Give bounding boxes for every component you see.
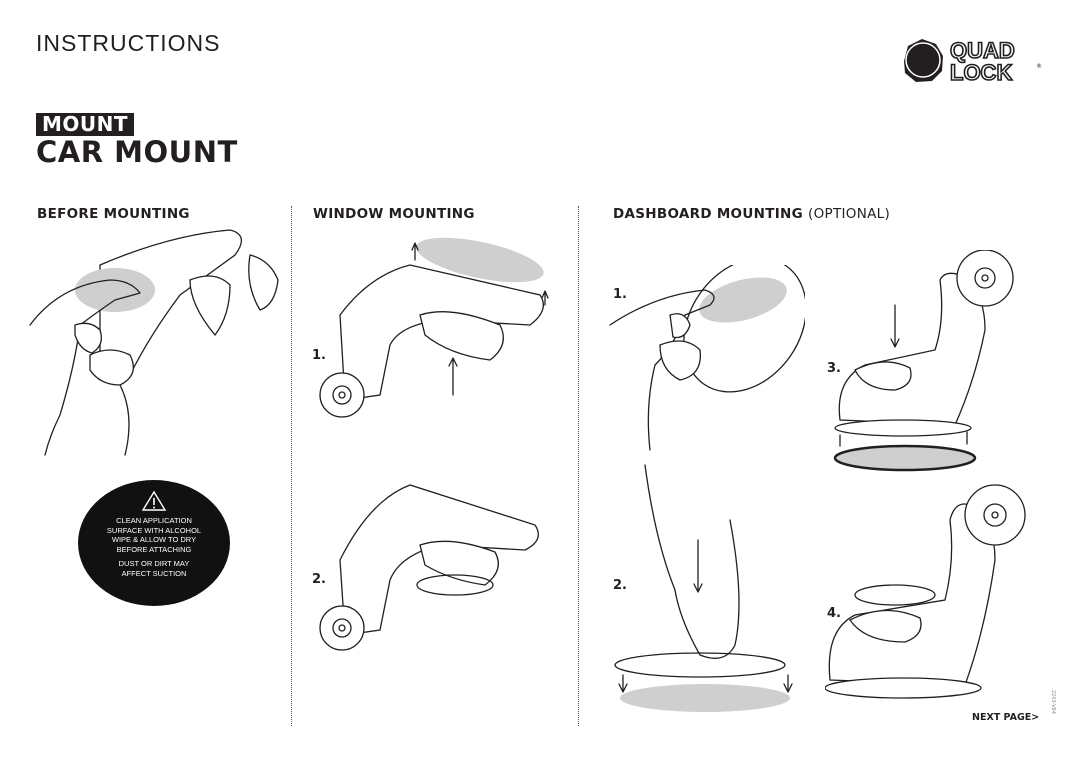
step-label: 2. xyxy=(613,578,627,593)
step-label: 2. xyxy=(312,572,326,587)
svg-text:®: ® xyxy=(1036,63,1042,70)
category-tag: MOUNT xyxy=(36,113,135,136)
warning-text-clean: CLEAN APPLICATION SURFACE WITH ALCOHOL W… xyxy=(78,516,230,554)
svg-text:QUAD: QUAD xyxy=(950,38,1015,63)
divider xyxy=(578,206,579,726)
warning-line: CLEAN APPLICATION xyxy=(116,516,192,525)
warning-line: AFFECT SUCTION xyxy=(121,568,187,578)
page-title: INSTRUCTIONS xyxy=(36,30,221,56)
warning-line: BEFORE ATTACHING xyxy=(116,544,192,554)
document-code: 2203-V64 xyxy=(1050,690,1056,715)
step-label: 1. xyxy=(312,348,326,363)
warning-line: WIPE & ALLOW TO DRY xyxy=(111,535,197,544)
next-page-link[interactable]: NEXT PAGE> xyxy=(972,712,1040,723)
dashboard-step2-illustration xyxy=(614,464,793,712)
warning-line: DUST OR DIRT MAY xyxy=(118,559,190,568)
step-label: 1. xyxy=(613,287,627,302)
warning-text-dust: DUST OR DIRT MAY AFFECT SUCTION xyxy=(78,559,230,578)
window-step2-illustration xyxy=(319,484,539,651)
window-step1-illustration xyxy=(319,237,549,418)
logo-icon: QUAD LOCK ® xyxy=(904,37,1042,86)
quad-lock-logo: QUAD LOCK ® xyxy=(900,36,1050,90)
warning-line: SURFACE WITH ALCOHOL xyxy=(106,525,202,535)
svg-text:LOCK: LOCK xyxy=(950,60,1012,85)
dashboard-step1-illustration xyxy=(609,265,805,451)
dashboard-step4-illustration xyxy=(825,484,1026,699)
step-label: 4. xyxy=(827,606,841,621)
section-title: DASHBOARD MOUNTING xyxy=(613,206,804,222)
warning-badge: CLEAN APPLICATION SURFACE WITH ALCOHOL W… xyxy=(78,480,230,606)
section-before-mounting: BEFORE MOUNTING xyxy=(37,206,190,222)
section-window-mounting: WINDOW MOUNTING xyxy=(313,206,475,222)
peel-film-illustration xyxy=(29,229,279,456)
warning-triangle-icon xyxy=(141,490,167,511)
dashboard-step3-illustration xyxy=(833,250,1014,472)
section-dashboard-mounting: DASHBOARD MOUNTING (OPTIONAL) xyxy=(613,206,890,222)
section-suffix: (OPTIONAL) xyxy=(808,206,891,222)
divider xyxy=(291,206,292,726)
product-name: CAR MOUNT xyxy=(36,135,238,169)
step-label: 3. xyxy=(827,361,841,376)
